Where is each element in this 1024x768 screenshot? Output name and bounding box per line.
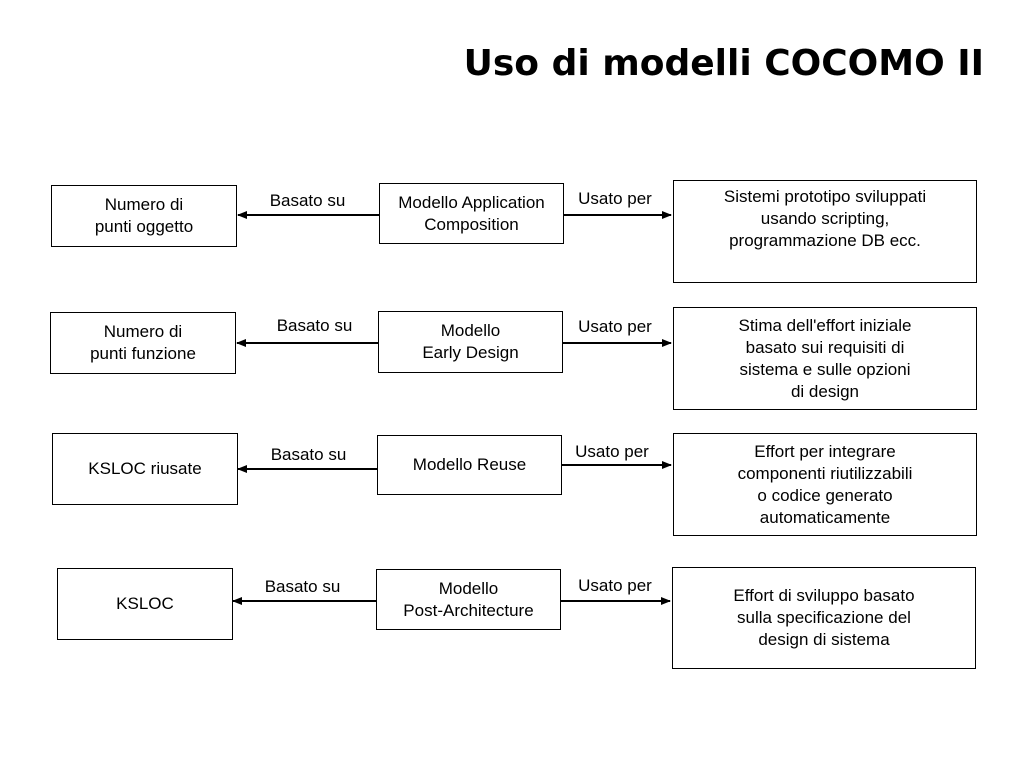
usage-box-1: Sistemi prototipo sviluppati usando scri… <box>673 180 977 283</box>
usage-label-4: Usato per <box>578 576 652 595</box>
usage-label-2: Usato per <box>578 317 652 336</box>
usage-box-2: Stima dell'effort iniziale basato sui re… <box>673 307 977 410</box>
usage-label-1: Usato per <box>578 189 652 208</box>
basis-label-4: Basato su <box>264 577 341 596</box>
basis-label-2: Basato su <box>276 316 353 335</box>
basis-box-4: KSLOC <box>57 568 233 640</box>
page-title: Uso di modelli COCOMO II <box>463 43 984 84</box>
basis-label-3: Basato su <box>270 445 347 464</box>
basis-label-1: Basato su <box>269 191 346 210</box>
basis-box-1: Numero di punti oggetto <box>51 185 237 247</box>
model-box-2: Modello Early Design <box>378 311 563 373</box>
usage-box-3: Effort per integrare componenti riutiliz… <box>673 433 977 536</box>
usage-label-3: Usato per <box>575 442 649 461</box>
model-box-1: Modello Application Composition <box>379 183 564 244</box>
model-box-3: Modello Reuse <box>377 435 562 495</box>
basis-box-2: Numero di punti funzione <box>50 312 236 374</box>
usage-box-4: Effort di sviluppo basato sulla specific… <box>672 567 976 669</box>
basis-box-3: KSLOC riusate <box>52 433 238 505</box>
model-box-4: Modello Post-Architecture <box>376 569 561 630</box>
